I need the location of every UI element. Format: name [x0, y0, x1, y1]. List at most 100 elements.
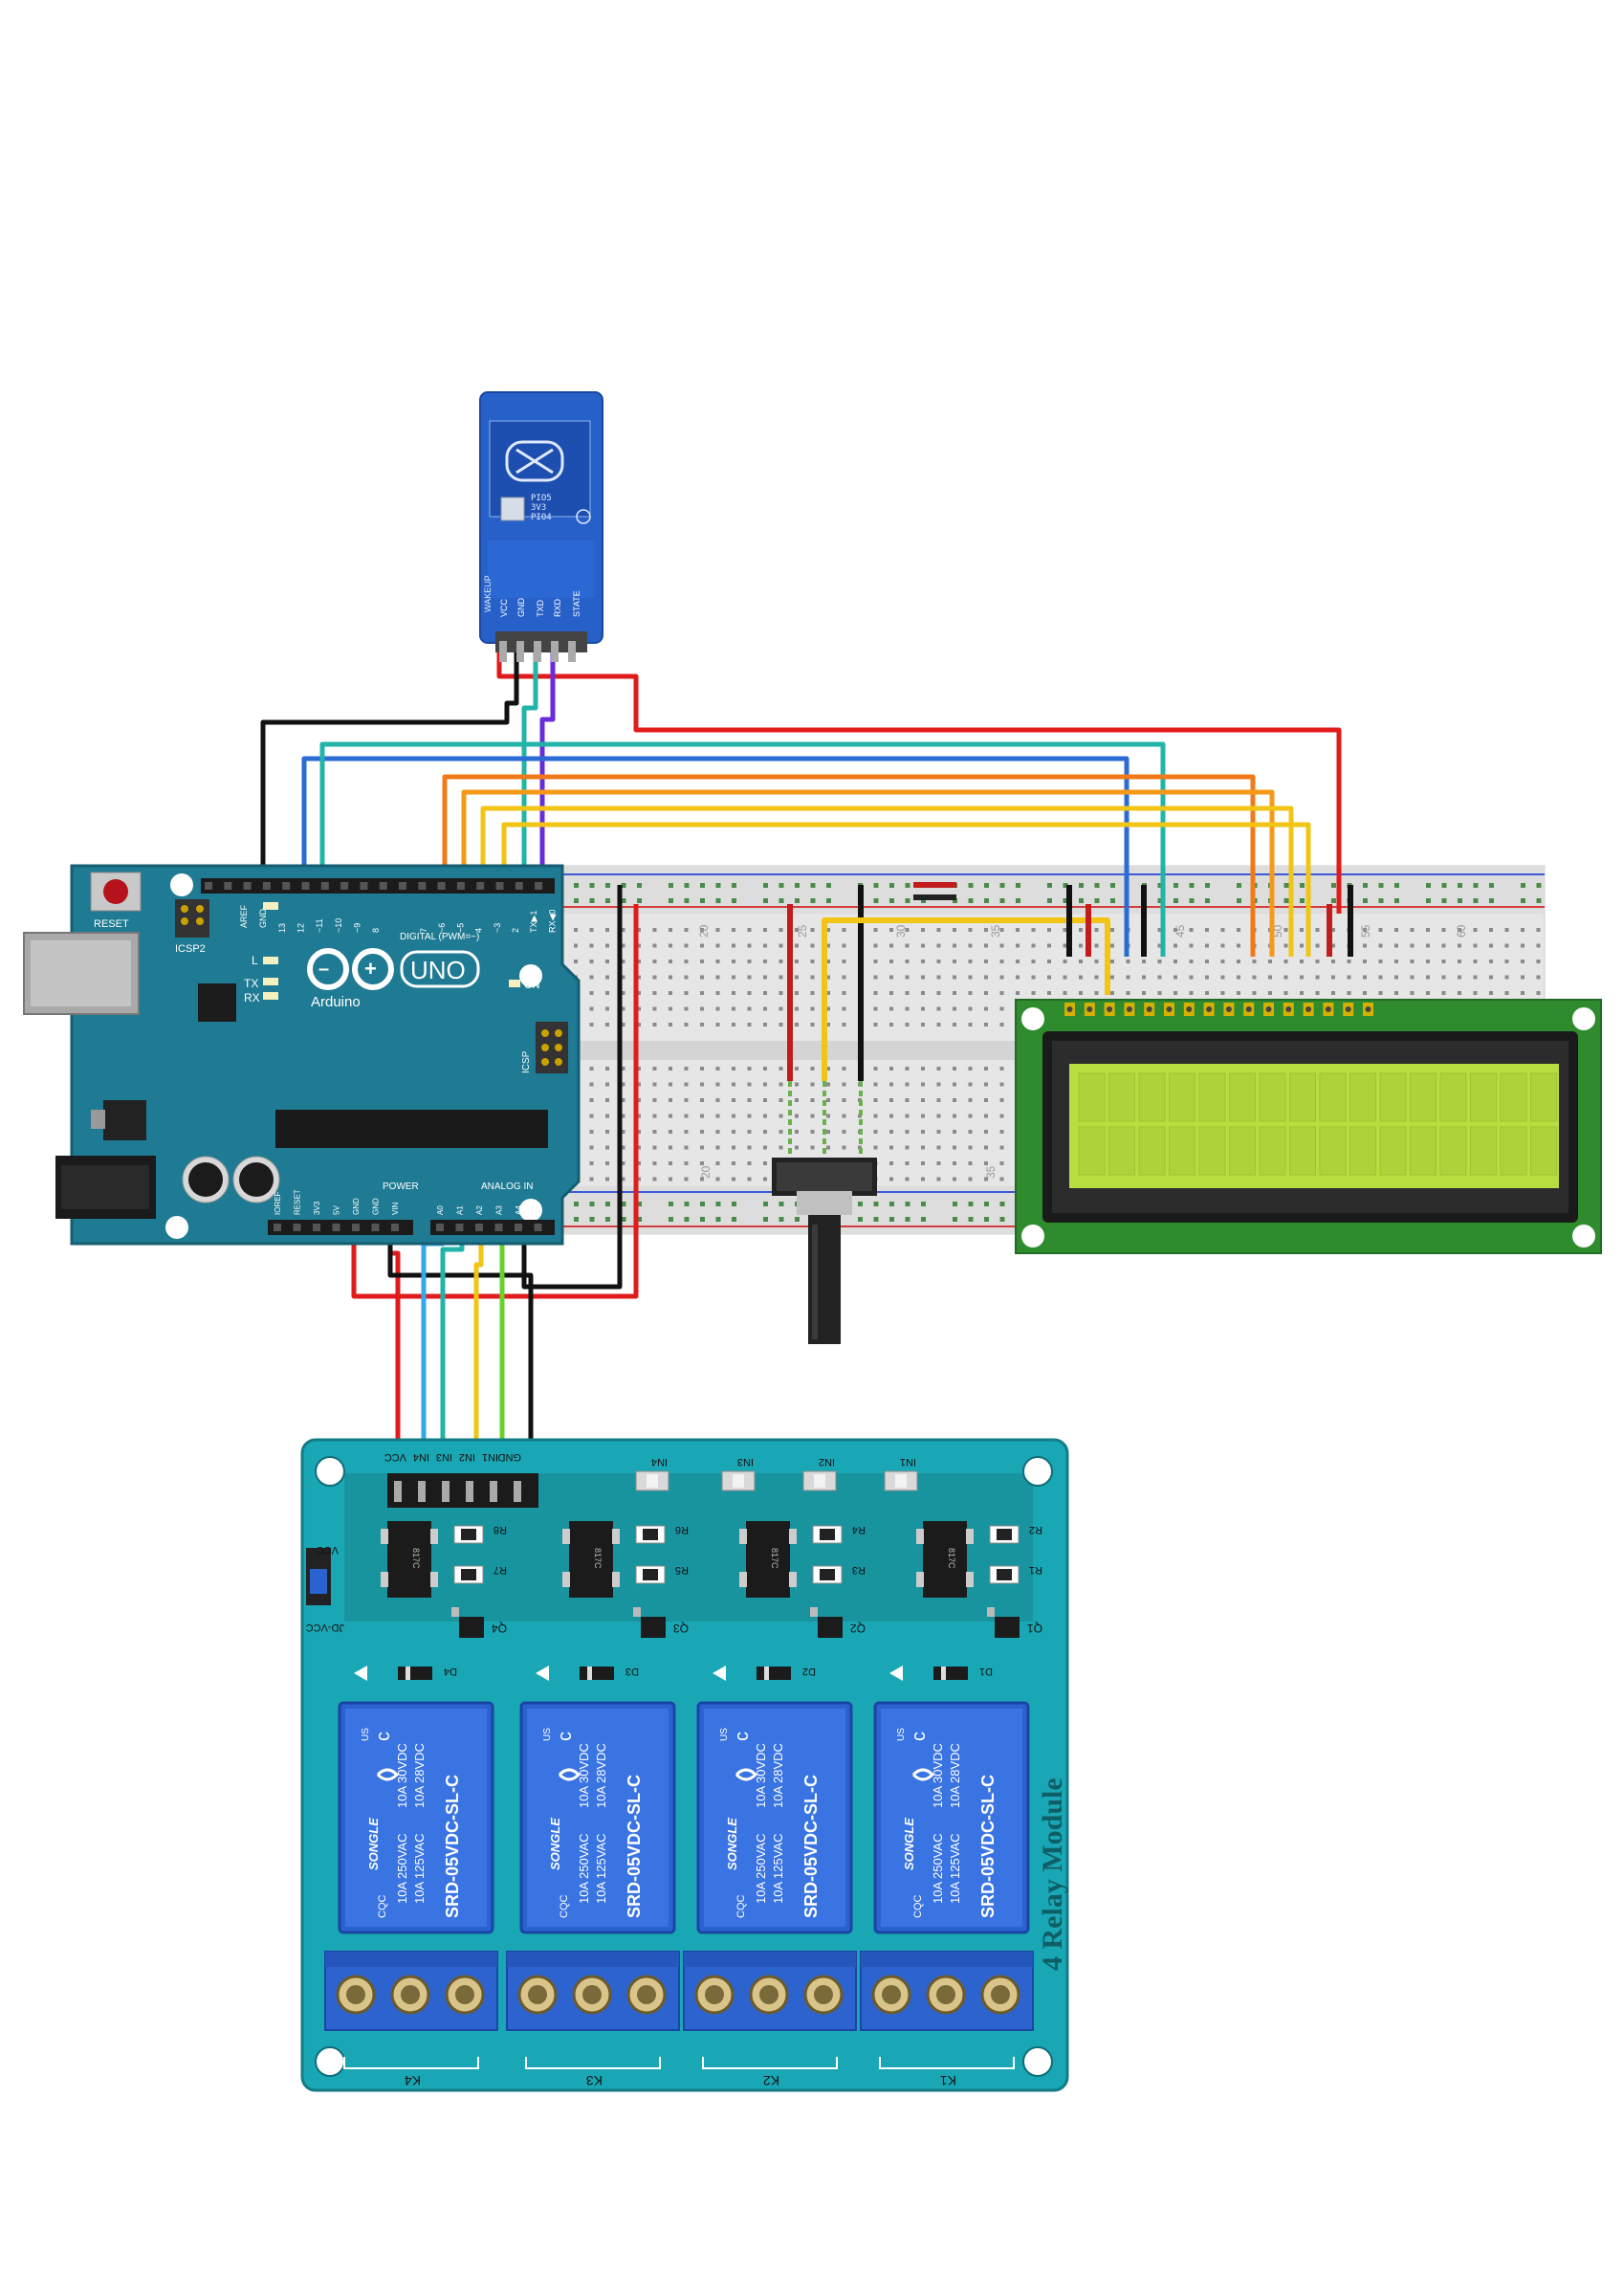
relay-rating-2: 10A 30VDC [754, 1743, 768, 1808]
relay-header-pin-0: VCC [384, 1451, 406, 1463]
bluetooth-module: PIO5 3V3 PIO4 WAKEUP VCC GND TXD RXD STA… [479, 391, 603, 662]
uno-label: UNO [410, 956, 466, 984]
ul-logo-icon [735, 1768, 758, 1781]
relay-header-pin-4: IN1 [482, 1451, 498, 1463]
optocoupler [923, 1521, 967, 1598]
transistor-label: Q1 [1027, 1622, 1042, 1635]
jumper-top-label: VCC [317, 1544, 339, 1556]
icsp-label: ICSP [521, 1050, 532, 1073]
breadboard-number-30: 30 [894, 924, 908, 938]
transistor [995, 1617, 1020, 1638]
ul-logo-icon [558, 1768, 581, 1781]
optocoupler [569, 1521, 613, 1598]
diode-label: D3 [625, 1666, 639, 1677]
arrow-icon [536, 1666, 549, 1681]
wire-pin2-lcd [501, 822, 1311, 957]
analog-pin-label-3: A3 [495, 1205, 504, 1215]
reset-button[interactable] [90, 872, 142, 912]
led-l-label: L [252, 954, 258, 967]
digital-pin-label-12: TX▶1 [529, 911, 538, 933]
relay-rating-3: 10A 28VDC [771, 1743, 785, 1808]
relay-module-title: 4 Relay Module [1037, 1777, 1068, 1971]
analog-label: ANALOG IN [481, 1181, 533, 1192]
voltage-regulator [103, 1100, 146, 1140]
relay-rating-0: 10A 250VAC [395, 1834, 409, 1904]
bt-side-label: WAKEUP [483, 575, 493, 612]
wire-relay-in3 [440, 1225, 465, 1473]
capacitors [182, 1156, 280, 1203]
relay-model: SRD-05VDC-SL-C [625, 1775, 644, 1918]
arrow-icon [354, 1666, 367, 1681]
wire-pin3-lcd [480, 806, 1294, 957]
ul-logo-icon [376, 1768, 400, 1781]
channel-label: K3 [586, 2073, 603, 2088]
relay-led-label-0: IN4 [651, 1456, 668, 1468]
relay-cert-cqc: CQC [377, 1895, 388, 1919]
wire-bb-5v [351, 904, 639, 1299]
on-label: ON [524, 980, 540, 991]
digital-pin-label-0: 13 [277, 923, 287, 933]
bt-pin-state: STATE [572, 590, 581, 617]
wire-bt-vcc [496, 651, 1342, 914]
wire-bt-txd [501, 651, 538, 885]
usb-chip [198, 983, 236, 1022]
potentiometer[interactable] [772, 1081, 877, 1344]
wire-relay-in4 [421, 1225, 446, 1473]
relay-rating-3: 10A 28VDC [948, 1743, 962, 1808]
digital-pin-label-4: ~9 [352, 923, 362, 933]
wire-pin11-lcd [319, 741, 1166, 957]
relay-rating-0: 10A 250VAC [931, 1834, 945, 1904]
gnd-label: GND [258, 909, 268, 929]
relay-cert-cqc: CQC [735, 1895, 747, 1919]
power-pin-label-3: 5V [333, 1205, 341, 1215]
analog-pin-label-2: A2 [475, 1205, 484, 1215]
relay-input-header[interactable] [387, 1473, 538, 1508]
breadboard-number-20: 20 [697, 924, 711, 938]
bt-chip-line-3: PIO4 [531, 513, 552, 522]
wire-pin4-lcd [461, 789, 1275, 957]
optocoupler-text: 817C [411, 1548, 421, 1569]
jumper-bottom-label: JD-VCC [306, 1622, 344, 1633]
diode [580, 1667, 614, 1680]
digital-pin-label-10: ~3 [493, 923, 502, 933]
relay-header-pin-1: IN4 [413, 1451, 429, 1463]
power-pin-label-1: RESET [294, 1189, 302, 1215]
digital-pin-label-5: 8 [371, 928, 381, 933]
wire-pin5-lcd [442, 774, 1256, 957]
relay-led-label-1: IN3 [737, 1456, 754, 1468]
breadboard-number-20-bottom: 20 [699, 1165, 713, 1179]
power-pin-label-0: IOREF [274, 1191, 282, 1215]
resistor-label-b: R7 [493, 1564, 507, 1576]
digital-label: DIGITAL (PWM=~) [400, 932, 479, 942]
transistor-label: Q4 [492, 1622, 507, 1635]
transistor-label: Q2 [850, 1622, 866, 1635]
relay-rating-3: 10A 28VDC [412, 1743, 427, 1808]
wire-pin12-lcd [301, 756, 1130, 957]
digital-pin-label-9: 4 [474, 928, 484, 933]
transistor [641, 1617, 666, 1638]
reset-label: RESET [94, 918, 129, 930]
aref-label: AREF [239, 904, 249, 928]
power-pin-label-5: GND [372, 1198, 381, 1215]
channel-label: K4 [405, 2073, 421, 2088]
channel-label: K2 [763, 2073, 779, 2088]
diode-label: D4 [444, 1666, 457, 1677]
breadboard-number-25: 25 [796, 924, 809, 938]
wire-bt-rxd [539, 651, 556, 885]
digital-pin-label-3: ~10 [334, 918, 343, 933]
relay-cert-us: US [361, 1728, 371, 1741]
digital-pin-label-13: RX◀0 [547, 910, 557, 933]
power-label: POWER [383, 1181, 419, 1192]
wire-relay-gnd [387, 1225, 534, 1473]
wire-bt-gnd [260, 651, 519, 880]
optocoupler-text: 817C [593, 1548, 603, 1569]
digital-pin-label-8: ~5 [455, 923, 465, 933]
diode [757, 1667, 791, 1680]
resistor-label-b: R3 [852, 1564, 866, 1576]
